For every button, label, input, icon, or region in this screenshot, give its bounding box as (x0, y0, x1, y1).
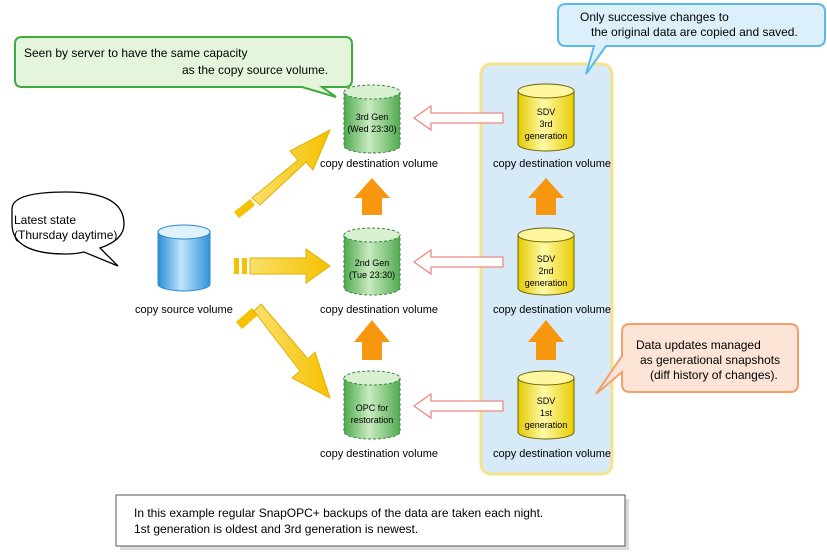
note-line2: 1st generation is oldest and 3rd generat… (134, 522, 418, 536)
dest-2nd-line1: 2nd Gen (355, 258, 390, 268)
callout-managed-line1: Data updates managed (636, 338, 761, 352)
callout-managed: Data updates managed as generational sna… (595, 323, 799, 395)
sdv-3rd-caption: copy destination volume (493, 158, 611, 170)
hollow-arrow-lower (412, 392, 504, 420)
yellow-arrow-up (234, 128, 332, 218)
dest-3rd-caption: copy destination volume (320, 158, 438, 170)
callout-latest-line1: Latest state (14, 213, 76, 227)
sdv-cylinder-3rd: SDV 3rd generation (517, 83, 575, 152)
sdv-3rd-line3: generation (525, 131, 568, 141)
sdv-2nd-caption: copy destination volume (493, 304, 611, 316)
dest-3rd-line1: 3rd Gen (356, 112, 389, 122)
dest-3rd-line2: (Wed 23:30) (347, 124, 396, 134)
callout-capacity-line1: Seen by server to have the same capacity (24, 46, 247, 60)
callout-successive-line2: the original data are copied and saved. (591, 25, 798, 39)
callout-latest-line2: (Thursday daytime) (14, 228, 117, 242)
callout-managed-line2: as generational snapshots (640, 353, 780, 367)
orange-arrow-sdv-lower (528, 320, 564, 360)
sdv-1st-line1: SDV (537, 396, 556, 406)
dest-opc-caption: copy destination volume (320, 448, 438, 460)
source-label: copy source volume (135, 304, 233, 316)
dest-opc-line1: OPC for (356, 403, 389, 413)
sdv-cylinder-1st: SDV 1st generation (517, 370, 575, 440)
note-box: In this example regular SnapOPC+ backups… (115, 494, 629, 550)
callout-capacity-line2: as the copy source volume. (182, 63, 328, 77)
dest-cylinder-3rd: 3rd Gen (Wed 23:30) (343, 84, 401, 154)
callout-successive-line1: Only successive changes to (580, 10, 729, 24)
sdv-1st-caption: copy destination volume (493, 448, 611, 460)
dest-2nd-caption: copy destination volume (320, 304, 438, 316)
orange-arrow-dest-lower (354, 320, 390, 360)
dest-cylinder-opc: OPC for restoration (343, 370, 401, 440)
sdv-1st-line2: 1st (540, 408, 553, 418)
dest-2nd-line2: (Tue 23:30) (349, 270, 395, 280)
callout-successive: Only successive changes to the original … (557, 3, 826, 75)
sdv-2nd-line3: generation (525, 278, 568, 288)
callout-managed-line3: (diff history of changes). (650, 368, 778, 382)
orange-arrow-dest-upper (354, 178, 390, 215)
sdv-cylinder-2nd: SDV 2nd generation (517, 227, 575, 296)
source-cylinder (157, 224, 211, 292)
orange-arrow-sdv-upper (528, 178, 564, 215)
yellow-arrow-middle (234, 248, 331, 284)
callout-latest: Latest state (Thursday daytime) (11, 191, 125, 267)
hollow-arrow-upper (412, 104, 504, 132)
sdv-3rd-line1: SDV (537, 107, 556, 117)
hollow-arrow-middle (412, 248, 504, 276)
sdv-2nd-line1: SDV (537, 254, 556, 264)
callout-capacity: Seen by server to have the same capacity… (14, 36, 353, 98)
dest-cylinder-2nd: 2nd Gen (Tue 23:30) (343, 227, 401, 296)
sdv-3rd-line2: 3rd (539, 119, 552, 129)
sdv-2nd-line2: 2nd (538, 266, 553, 276)
dest-opc-line2: restoration (351, 415, 394, 425)
sdv-1st-line3: generation (525, 420, 568, 430)
note-line1: In this example regular SnapOPC+ backups… (134, 506, 543, 520)
yellow-arrow-down (236, 303, 331, 400)
